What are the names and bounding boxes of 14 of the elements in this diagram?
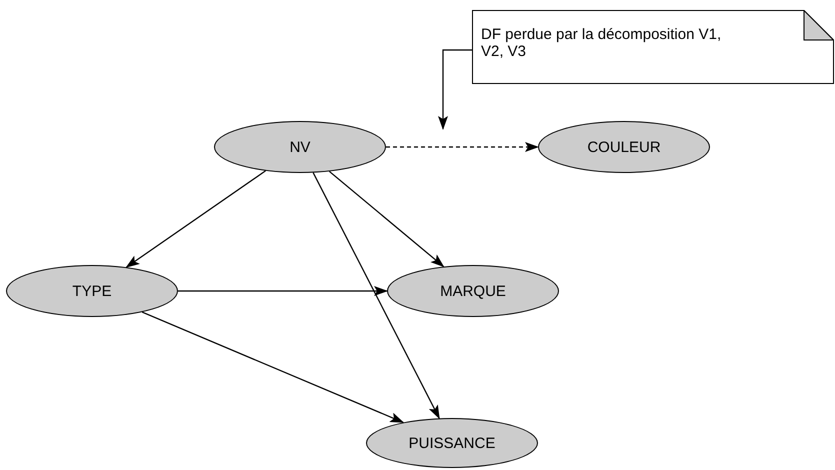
attribute-label: PUISSANCE: [408, 434, 496, 452]
note-text: DF perdue par la décomposition V1, V2, V3: [481, 26, 722, 60]
arrow: [142, 312, 404, 423]
arrow: [126, 170, 266, 268]
attribute-label: NV: [290, 138, 310, 156]
note-box: [472, 10, 834, 84]
leader-arrow: [438, 49, 472, 130]
arrow: [312, 172, 440, 420]
arrow: [386, 142, 539, 152]
arrow: [178, 286, 388, 296]
attribute-label: COULEUR: [587, 138, 661, 156]
attribute-label: TYPE: [72, 282, 112, 300]
attribute-label: MARQUE: [440, 282, 506, 300]
arrow: [329, 170, 444, 268]
